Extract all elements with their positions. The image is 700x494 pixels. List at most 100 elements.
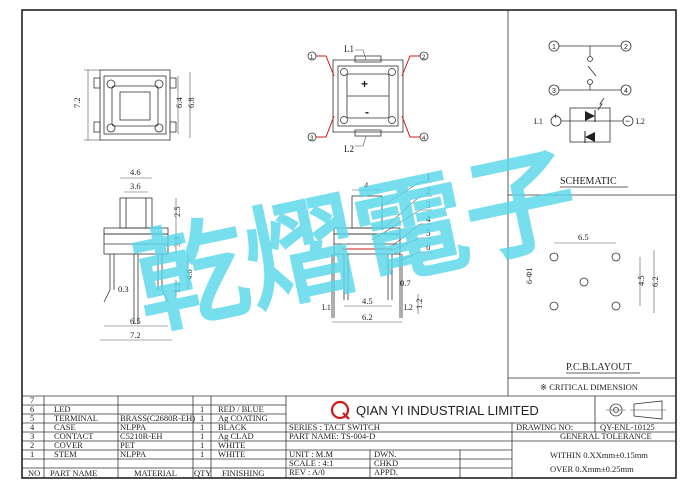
callout-1: 1	[426, 172, 431, 182]
bom-row-1-no: 1	[30, 449, 34, 459]
front-dim-4: 4	[364, 180, 369, 190]
bom-row-3-material: C5210R-EH	[120, 431, 163, 441]
bom-row-3-name: CONTACT	[54, 431, 94, 441]
led-pin-1: 1	[310, 55, 314, 61]
pcb-dim-6-2: 6.2	[650, 276, 660, 287]
callout-4: 4	[426, 214, 431, 224]
front-dim-4-5: 4.5	[362, 296, 373, 306]
tolerance-over: OVER 0.Xmm±0.25mm	[550, 464, 634, 474]
led-pin-3: 3	[310, 136, 314, 142]
schematic-l1: L1	[534, 117, 543, 126]
dwn-label: DWN.	[374, 449, 396, 459]
unit-label: UNIT : M.M	[289, 449, 333, 459]
tolerance-within: WITHIN 0.XXmm±0.15mm	[550, 450, 648, 460]
schematic-l2: L2	[636, 117, 645, 126]
schematic-plus-icon: +	[553, 111, 558, 121]
company-name: QIAN YI INDUSTRIAL LIMITED	[356, 403, 539, 418]
bom-row-5-material: BRASS(C2680R-EH)	[120, 413, 195, 423]
led-pin-4: 4	[422, 136, 426, 142]
schematic-minus-icon: −	[625, 116, 630, 126]
pcb-layout-panel: 6.5 4.5 6.2 6-Φ1 P.C.B.LAYOUT ※ CRITICAL…	[525, 232, 660, 392]
bom-row-4-material: NLPPA	[120, 422, 147, 432]
bom-row-5-name: TERMINAL	[54, 413, 98, 423]
bom-row-6-name: LED	[54, 404, 71, 414]
pcb-hole-dim: 6-Φ1	[525, 267, 534, 284]
bom-row-7-no: 7	[30, 395, 34, 405]
front-l1-label: L1	[322, 303, 331, 312]
bom-row-1-name: STEM	[54, 449, 77, 459]
bom-row-6-no: 6	[30, 404, 34, 414]
side-dim-7-2: 7.2	[130, 330, 141, 340]
side-dim-3-3: 3.3	[172, 236, 182, 247]
bom-row-1-finish: WHITE	[218, 449, 245, 459]
bom-row-5-qty: 1	[200, 413, 204, 423]
front-dim-1-2: 1.2	[414, 298, 424, 309]
side-top-inner-dim: 3.6	[130, 181, 141, 191]
title-block: QIAN YI INDUSTRIAL LIMITED SERIES : TACT…	[286, 396, 676, 478]
bom-row-3-finish: Ag CLAD	[218, 431, 254, 441]
led-l1-label: L1	[344, 44, 354, 54]
scale-label: SCALE : 4:1	[289, 458, 333, 468]
led-l2-label: L2	[344, 144, 354, 154]
schematic-pin-3: 3	[552, 88, 556, 95]
led-pin-2: 2	[422, 55, 426, 61]
critical-dimension-note: ※ CRITICAL DIMENSION	[540, 382, 638, 392]
pcb-dim-4-5: 4.5	[636, 275, 646, 286]
top-view-body	[99, 69, 171, 141]
bom-header-name: PART NAME	[50, 468, 97, 478]
schematic-pin-1: 1	[552, 44, 556, 51]
bom-row-5-finish: Ag COATING	[218, 413, 268, 423]
sheet-border	[21, 9, 677, 479]
bom-row-1-qty: 1	[200, 449, 204, 459]
appd-label: APPD.	[374, 467, 398, 477]
rev-label: REV : A/0	[289, 467, 325, 477]
side-dim-1-2: 1.2	[172, 282, 182, 293]
bom-row-2-material: PET	[120, 440, 136, 450]
front-dim-6-2: 6.2	[362, 312, 373, 322]
bom-row-3-qty: 1	[200, 431, 204, 441]
callout-2: 2	[426, 186, 431, 196]
bom-row-2-name: COVER	[54, 440, 83, 450]
bom-header-qty: QTY	[194, 468, 211, 478]
top-width-dim: 7.2	[72, 97, 82, 108]
company-logo	[330, 400, 350, 420]
side-dim-2-5: 2.5	[172, 206, 182, 217]
front-l2-label: L2	[404, 303, 413, 312]
schematic-title: SCHEMATIC	[560, 176, 617, 187]
side-view: 4.6 3.6 2.5 3.3 4.6 1.2 0.3 6.5 7.2	[100, 167, 194, 341]
bom-header-no: NO	[28, 468, 40, 478]
bom-header-finish: FINISHING	[222, 468, 265, 478]
top-inner-dim-a: 6.4	[174, 97, 184, 108]
bom-row-4-no: 4	[30, 422, 35, 432]
front-view: 4 4.5 6.2 0.7 1.2 L1 L2 1 2 3 4 5 6	[322, 172, 432, 323]
bom-row-4-qty: 1	[200, 422, 204, 432]
schematic-pin-2: 2	[624, 44, 628, 51]
bom-row-1-material: NLPPA	[120, 449, 147, 459]
callout-6: 6	[426, 242, 431, 252]
bom-row-3-no: 3	[30, 431, 34, 441]
bom-row-6-qty: 1	[200, 404, 204, 414]
callout-3: 3	[426, 200, 431, 210]
side-dim-6-5: 6.5	[130, 316, 141, 326]
side-dim-4-6: 4.6	[184, 269, 194, 280]
drawing-no-value: QY-ENL-10125	[600, 422, 655, 432]
bom-row-5-no: 5	[30, 413, 34, 423]
top-view: 7.2 6.4 6.8	[72, 69, 196, 141]
side-top-outer-dim: 4.6	[130, 167, 141, 177]
bom-row-2-no: 2	[30, 440, 34, 450]
schematic-panel: 1 2 3 4 L1 L2 + − SCHEMATIC	[534, 40, 645, 188]
chkd-label: CHKD	[374, 458, 398, 468]
bom-row-2-finish: WHITE	[218, 440, 245, 450]
led-minus-sign: -	[365, 105, 369, 119]
led-top-view: + - L1 L2 1 2 3 4	[307, 44, 429, 154]
side-dim-0-3: 0.3	[118, 284, 129, 294]
bom-row-2-qty: 1	[200, 440, 204, 450]
drawing-no-label: DRAWING NO:	[516, 422, 573, 432]
top-inner-dim-b: 6.8	[186, 97, 196, 108]
third-angle-projection-icon	[606, 400, 666, 420]
series-label: SERIES : TACT SWITCH	[289, 422, 380, 432]
part-name-label: PART NAME: TS-004-D	[289, 431, 375, 441]
